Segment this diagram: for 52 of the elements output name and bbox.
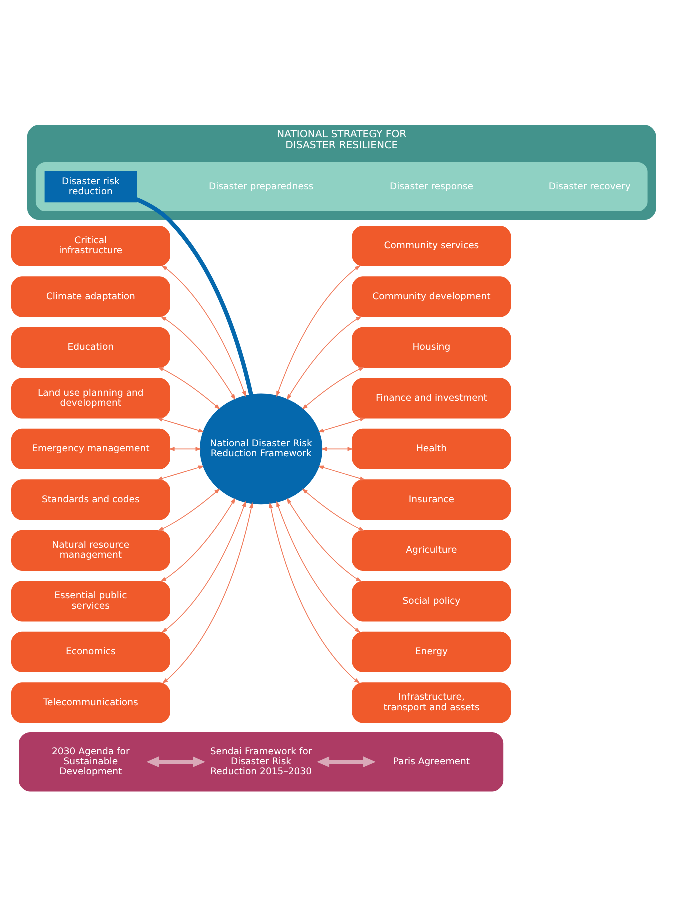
node-box: Natural resource management	[11, 530, 170, 570]
arrow	[276, 264, 361, 397]
node-box: Social policy	[352, 580, 512, 622]
node-text: Paris Agreement	[393, 756, 470, 767]
node-text: Sendai Framework for Disaster Risk Reduction 2015–2030	[210, 746, 312, 778]
arrow	[158, 366, 220, 410]
arrow	[160, 316, 236, 400]
arrow	[276, 500, 361, 632]
node-box: Economics	[11, 631, 170, 672]
node-box: Insurance	[352, 479, 512, 520]
node-box: Standards and codes	[11, 479, 170, 520]
node-text: 2030 Agenda for Sustainable Development	[52, 746, 130, 778]
arrow	[318, 465, 366, 480]
cluster	[19, 732, 504, 792]
node-box: Disaster risk reduction	[44, 170, 137, 202]
cluster	[34, 160, 650, 213]
arrow	[162, 502, 254, 684]
arrow	[286, 498, 362, 582]
node-box: Finance and investment	[352, 378, 512, 418]
node-box: Emergency management	[11, 428, 170, 469]
node-box: Critical infrastructure	[11, 225, 170, 266]
arrow	[156, 465, 204, 480]
node-box: Health	[352, 428, 512, 469]
arrow	[318, 417, 366, 432]
node-box: Community services	[352, 225, 512, 266]
node-box: Education	[11, 326, 170, 368]
node-text: Disaster preparedness	[208, 180, 314, 192]
arrow	[146, 756, 206, 768]
arrow	[162, 500, 246, 632]
node-box: Telecommunications	[11, 682, 170, 723]
node-box: Energy	[352, 631, 512, 672]
node-box: Climate adaptation	[11, 276, 170, 317]
arrow	[269, 502, 360, 684]
connector	[136, 197, 254, 395]
arrow	[162, 264, 246, 397]
node-text: Disaster recovery	[548, 180, 631, 192]
arrow	[168, 446, 202, 451]
arrow	[156, 417, 204, 432]
node-text: Disaster response	[390, 180, 474, 192]
arrow	[302, 366, 365, 410]
node-box: Land use planning and development	[11, 378, 170, 418]
arrow	[317, 756, 376, 768]
arrow	[286, 316, 362, 400]
node-box: Infrastructure, transport and assets	[352, 682, 512, 723]
arrow	[321, 446, 354, 451]
node-box: Community development	[352, 276, 512, 317]
node-box: Essential public services	[11, 580, 170, 622]
arrow	[158, 488, 220, 531]
node-box: Housing	[352, 326, 512, 368]
arrow	[302, 488, 365, 531]
node-box: Agriculture	[352, 530, 512, 570]
arrow	[160, 498, 236, 582]
